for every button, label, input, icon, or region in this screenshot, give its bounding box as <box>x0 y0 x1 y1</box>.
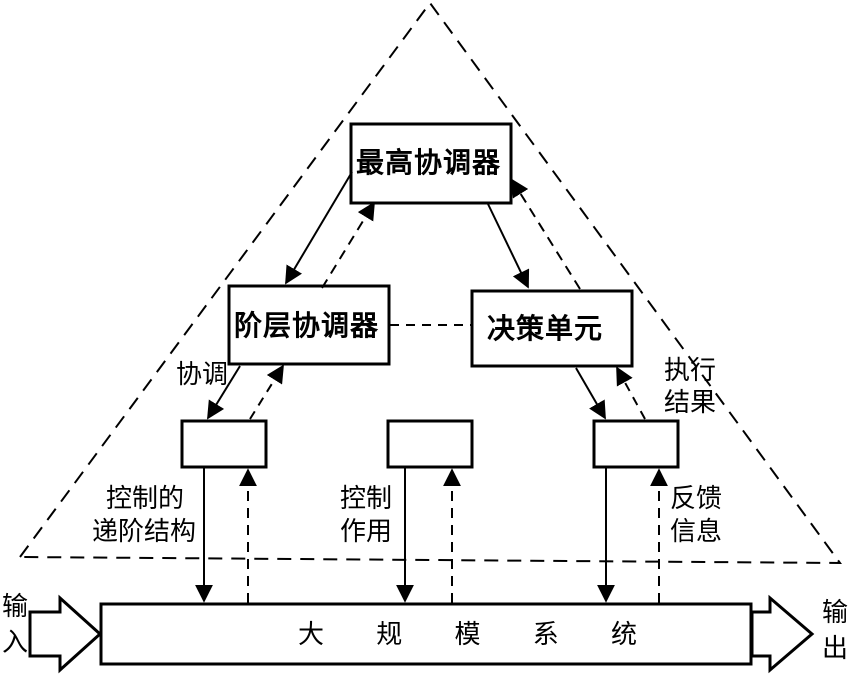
left-subunit-box <box>180 419 268 469</box>
output-label-line1: 输 <box>822 598 849 628</box>
arrow-left-subunit-to-hierarchy-dashed <box>249 364 284 420</box>
arrow-right-subunit-to-decision-dashed <box>616 366 646 420</box>
top-coordinator-label: 最高协调器 <box>356 146 502 179</box>
output-label-line2: 出 <box>822 634 849 664</box>
right-subunit-box <box>592 419 680 469</box>
arrow-top-to-decision <box>487 203 530 289</box>
dashed-triangle-boundary <box>19 1 842 565</box>
output-block-arrow <box>750 594 815 674</box>
control-action-label-line1: 控制 <box>340 484 393 514</box>
input-label-line1: 输 <box>2 592 29 622</box>
middle-subunit-box <box>386 419 474 469</box>
arrow-hierarchy-to-top-dashed <box>321 201 375 289</box>
control-action-label-line2: 作用 <box>340 517 393 547</box>
input-block-arrow <box>28 594 103 674</box>
decision-unit-label: 决策单元 <box>487 312 604 345</box>
arrow-hierarchy-to-left-subunit <box>207 365 241 420</box>
hierarchy-coordinator-box <box>227 284 391 366</box>
control-structure-label-line1: 控制的 <box>106 484 185 514</box>
arrow-decision-to-right-subunit <box>575 367 606 420</box>
arrow-top-to-hierarchy <box>285 171 353 285</box>
control-structure-label-line2: 递阶结构 <box>92 517 197 547</box>
feedback-info-label-line1: 反馈 <box>670 484 723 514</box>
hierarchy-coordinator-label: 阶层协调器 <box>234 309 380 342</box>
coordinate-label: 协调 <box>176 360 229 390</box>
large-system-label: 大 规 模 系 统 <box>298 620 660 650</box>
feedback-info-label-line2: 信息 <box>670 517 723 547</box>
execution-result-label-line1: 执行 <box>664 356 717 386</box>
execution-result-label-line2: 结果 <box>664 388 717 418</box>
arrow-decision-to-top-dashed <box>511 178 581 290</box>
decision-unit-box <box>470 289 634 368</box>
input-label-line2: 入 <box>2 628 29 658</box>
top-coordinator-box <box>349 122 513 205</box>
